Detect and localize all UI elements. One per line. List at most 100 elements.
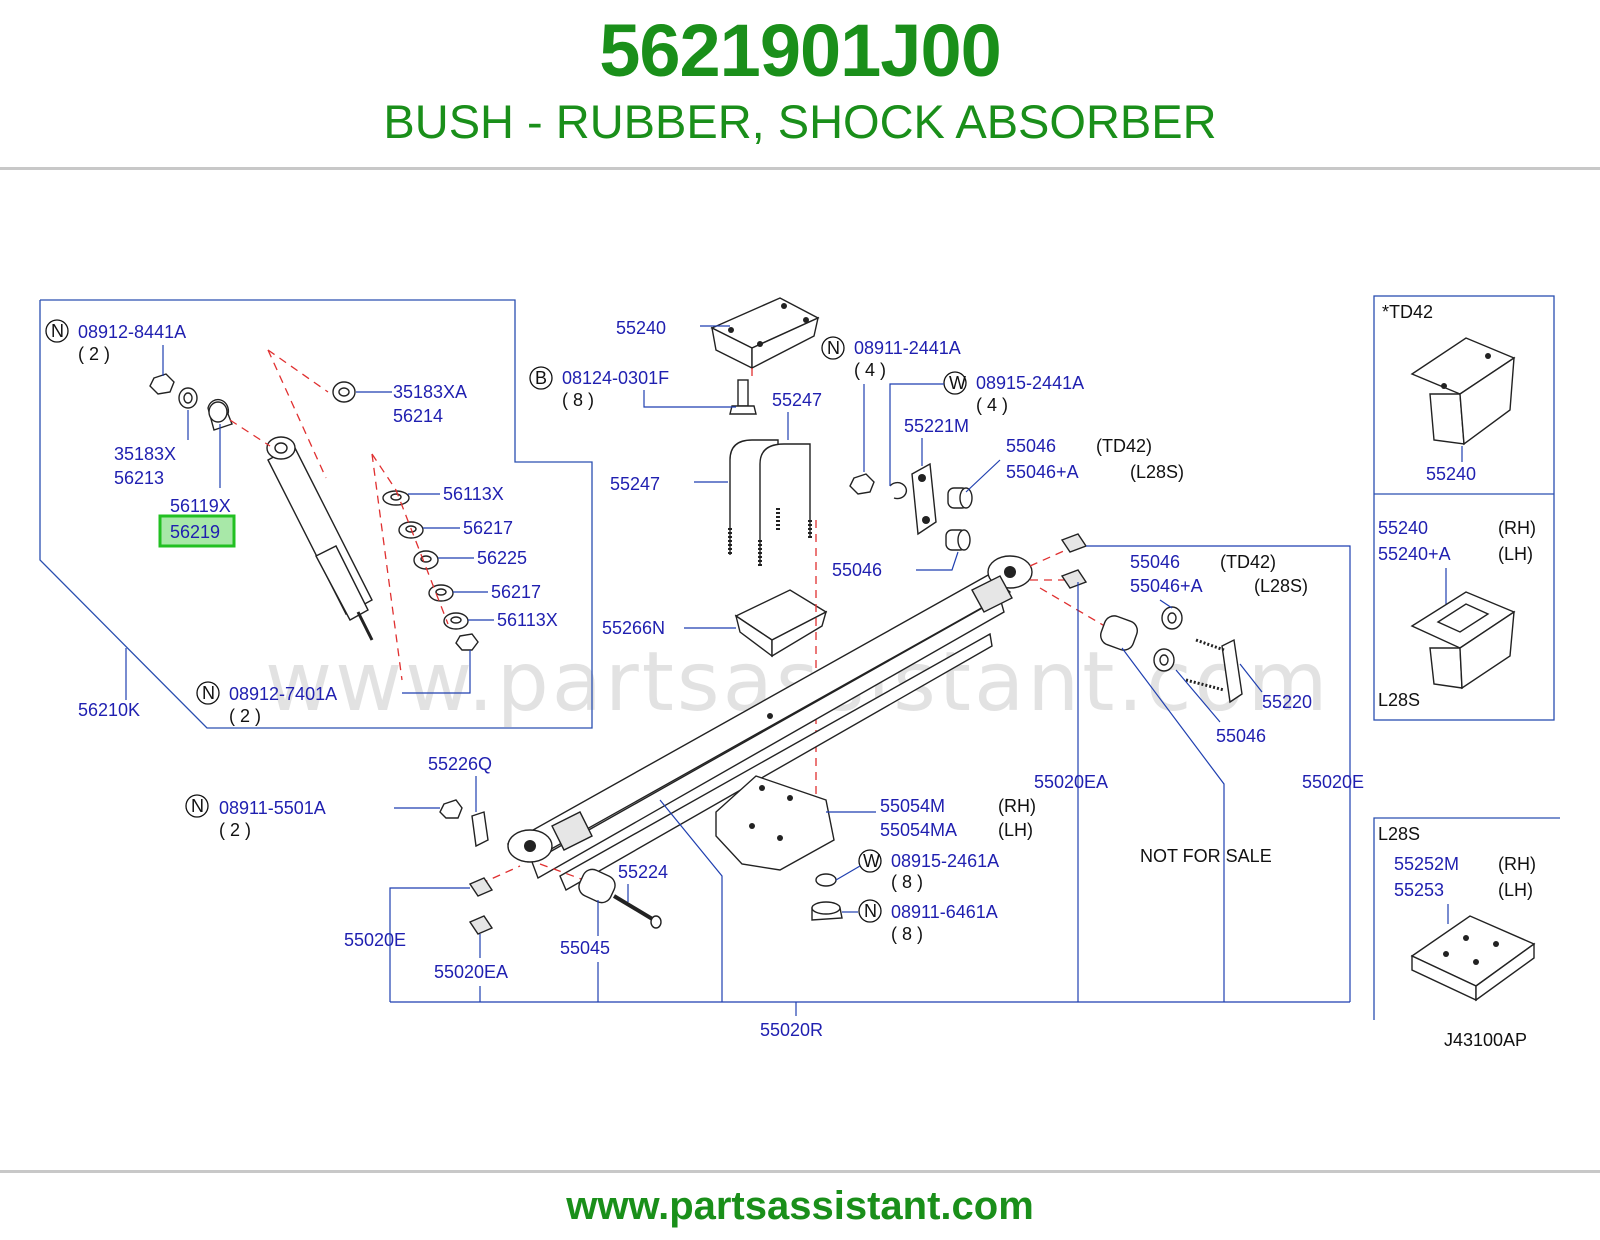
washer-56217-2[interactable] <box>428 584 454 602</box>
u-bolt-55247[interactable] <box>728 439 812 566</box>
leader-line <box>1039 587 1109 629</box>
fastener-type-n: N <box>864 901 877 921</box>
bush-55046-right-large[interactable] <box>1098 613 1140 653</box>
label-35183x[interactable]: 35183X <box>114 444 176 464</box>
leader-line <box>916 551 959 571</box>
label-55020e-left[interactable]: 55020E <box>344 930 406 950</box>
label-55045[interactable]: 55045 <box>560 938 610 958</box>
shackle-55220[interactable] <box>1185 638 1243 704</box>
bush-35183x[interactable] <box>178 387 198 409</box>
label-08915-2441a[interactable]: 08915-2441A <box>976 373 1084 393</box>
label-56214[interactable]: 56214 <box>393 406 443 426</box>
label-55046-a[interactable]: 55046 <box>1006 436 1056 456</box>
bush-55046-lower[interactable] <box>945 529 971 551</box>
label-55221m[interactable]: 55221M <box>904 416 969 436</box>
label-55046a-a[interactable]: 55046+A <box>1006 462 1079 482</box>
label-55224[interactable]: 55224 <box>618 862 668 882</box>
nut-08911-6461a[interactable] <box>811 901 843 921</box>
washer-56113x-2[interactable] <box>443 612 469 630</box>
highlight-box <box>158 514 236 548</box>
bush-56219-highlighted[interactable] <box>207 398 233 431</box>
label-08912-8441a[interactable]: 08912-8441A <box>78 322 186 342</box>
label-inset2-55240[interactable]: 55240 <box>1378 518 1428 538</box>
spring-seat-td42[interactable] <box>1410 337 1516 446</box>
bush-56225[interactable] <box>413 550 439 570</box>
label-56113x-2[interactable]: 56113X <box>497 610 558 630</box>
label-55220[interactable]: 55220 <box>1262 692 1312 712</box>
label-55046a-c[interactable]: 55046+A <box>1130 576 1203 596</box>
part-description: BUSH - RUBBER, SHOCK ABSORBER <box>383 95 1217 148</box>
nut-08912-8441a[interactable] <box>149 373 175 395</box>
pad-55020e-left[interactable] <box>468 877 494 897</box>
label-55247-2[interactable]: 55247 <box>610 474 660 494</box>
label-55020ea-right[interactable]: 55020EA <box>1034 772 1108 792</box>
nut-08912-7401a[interactable] <box>455 633 479 651</box>
label-56119x[interactable]: 56119X <box>170 496 231 516</box>
washer-56113x-1[interactable] <box>382 490 410 506</box>
clip-55226q[interactable] <box>471 811 489 848</box>
shock-absorber[interactable] <box>266 436 374 641</box>
nut-08911-5501a[interactable] <box>439 799 463 819</box>
label-55252m[interactable]: 55252M <box>1394 854 1459 874</box>
washer-08915-2461a[interactable] <box>815 873 837 887</box>
pad-55020ea-right-lower[interactable] <box>1060 569 1088 589</box>
fastener-type-n: N <box>51 321 64 341</box>
nut-08911-2441a[interactable] <box>849 473 875 495</box>
fastener-type-circle <box>196 681 220 705</box>
pad-55020ea-left[interactable] <box>468 915 494 935</box>
label-55247-1[interactable]: 55247 <box>772 390 822 410</box>
bolt-55224[interactable] <box>612 894 662 929</box>
leaf-spring[interactable] <box>506 555 1033 891</box>
label-08911-5501a[interactable]: 08911-5501A <box>219 798 326 818</box>
bush-55045[interactable] <box>576 866 619 906</box>
label-08911-6461a[interactable]: 08911-6461A <box>891 902 998 922</box>
label-35183xa[interactable]: 35183XA <box>393 382 467 402</box>
label-56217-1[interactable]: 56217 <box>463 518 513 538</box>
bush-55046-right-upper[interactable] <box>1161 606 1183 630</box>
label-inset1-55240[interactable]: 55240 <box>1426 464 1476 484</box>
label-55020e-right[interactable]: 55020E <box>1302 772 1364 792</box>
label-55253[interactable]: 55253 <box>1394 880 1444 900</box>
bush-55046-upper[interactable] <box>947 487 973 509</box>
shackle-plate-55221m[interactable] <box>911 462 937 536</box>
label-56210k[interactable]: 56210K <box>78 700 140 720</box>
label-56213[interactable]: 56213 <box>114 468 164 488</box>
washer-08915-2441a[interactable] <box>889 481 908 500</box>
label-08911-2441a[interactable]: 08911-2441A <box>854 338 961 358</box>
leader-line <box>643 390 736 408</box>
label-55054m[interactable]: 55054M <box>880 796 945 816</box>
leader-line <box>1029 549 1067 567</box>
label-56219-highlighted[interactable]: 56219 <box>170 522 220 542</box>
label-08912-7401a[interactable]: 08912-7401A <box>229 684 337 704</box>
label-55046-c[interactable]: 55046 <box>1130 552 1180 572</box>
spring-seat-l28s[interactable] <box>1410 591 1516 690</box>
leader-line <box>402 650 471 694</box>
label-08915-2461a[interactable]: 08915-2461A <box>891 851 999 871</box>
label-55266n[interactable]: 55266N <box>602 618 665 638</box>
label-56225[interactable]: 56225 <box>477 548 527 568</box>
bolt-08124-0301f[interactable] <box>729 379 757 415</box>
label-56217-2[interactable]: 56217 <box>491 582 541 602</box>
spring-pad-55252m[interactable] <box>1410 915 1536 1002</box>
label-55240-top[interactable]: 55240 <box>616 318 666 338</box>
spring-seat-55240[interactable] <box>710 297 820 370</box>
footer-url-link[interactable]: www.partsassistant.com <box>566 1184 1034 1228</box>
label-55226q[interactable]: 55226Q <box>428 754 492 774</box>
fastener-type-w: W <box>863 851 880 871</box>
fastener-type-n: N <box>827 338 840 358</box>
spring-pad-55266n[interactable] <box>734 589 828 658</box>
pad-55020e-right-upper[interactable] <box>1060 533 1088 553</box>
label-inset2-55240a[interactable]: 55240+A <box>1378 544 1451 564</box>
bracket-55054m[interactable] <box>715 775 835 871</box>
leader-line <box>659 799 723 1002</box>
label-55046-b[interactable]: 55046 <box>832 560 882 580</box>
label-08124-0301f[interactable]: 08124-0301F <box>562 368 669 388</box>
label-56113x-1[interactable]: 56113X <box>443 484 504 504</box>
bush-35183xa[interactable] <box>332 381 356 403</box>
label-55020ea-left[interactable]: 55020EA <box>434 962 508 982</box>
bush-55046-right-lower[interactable] <box>1153 648 1175 672</box>
label-55054ma[interactable]: 55054MA <box>880 820 957 840</box>
note-rh: (RH) <box>1498 854 1536 874</box>
label-55046-d[interactable]: 55046 <box>1216 726 1266 746</box>
label-55020r[interactable]: 55020R <box>760 1020 823 1040</box>
